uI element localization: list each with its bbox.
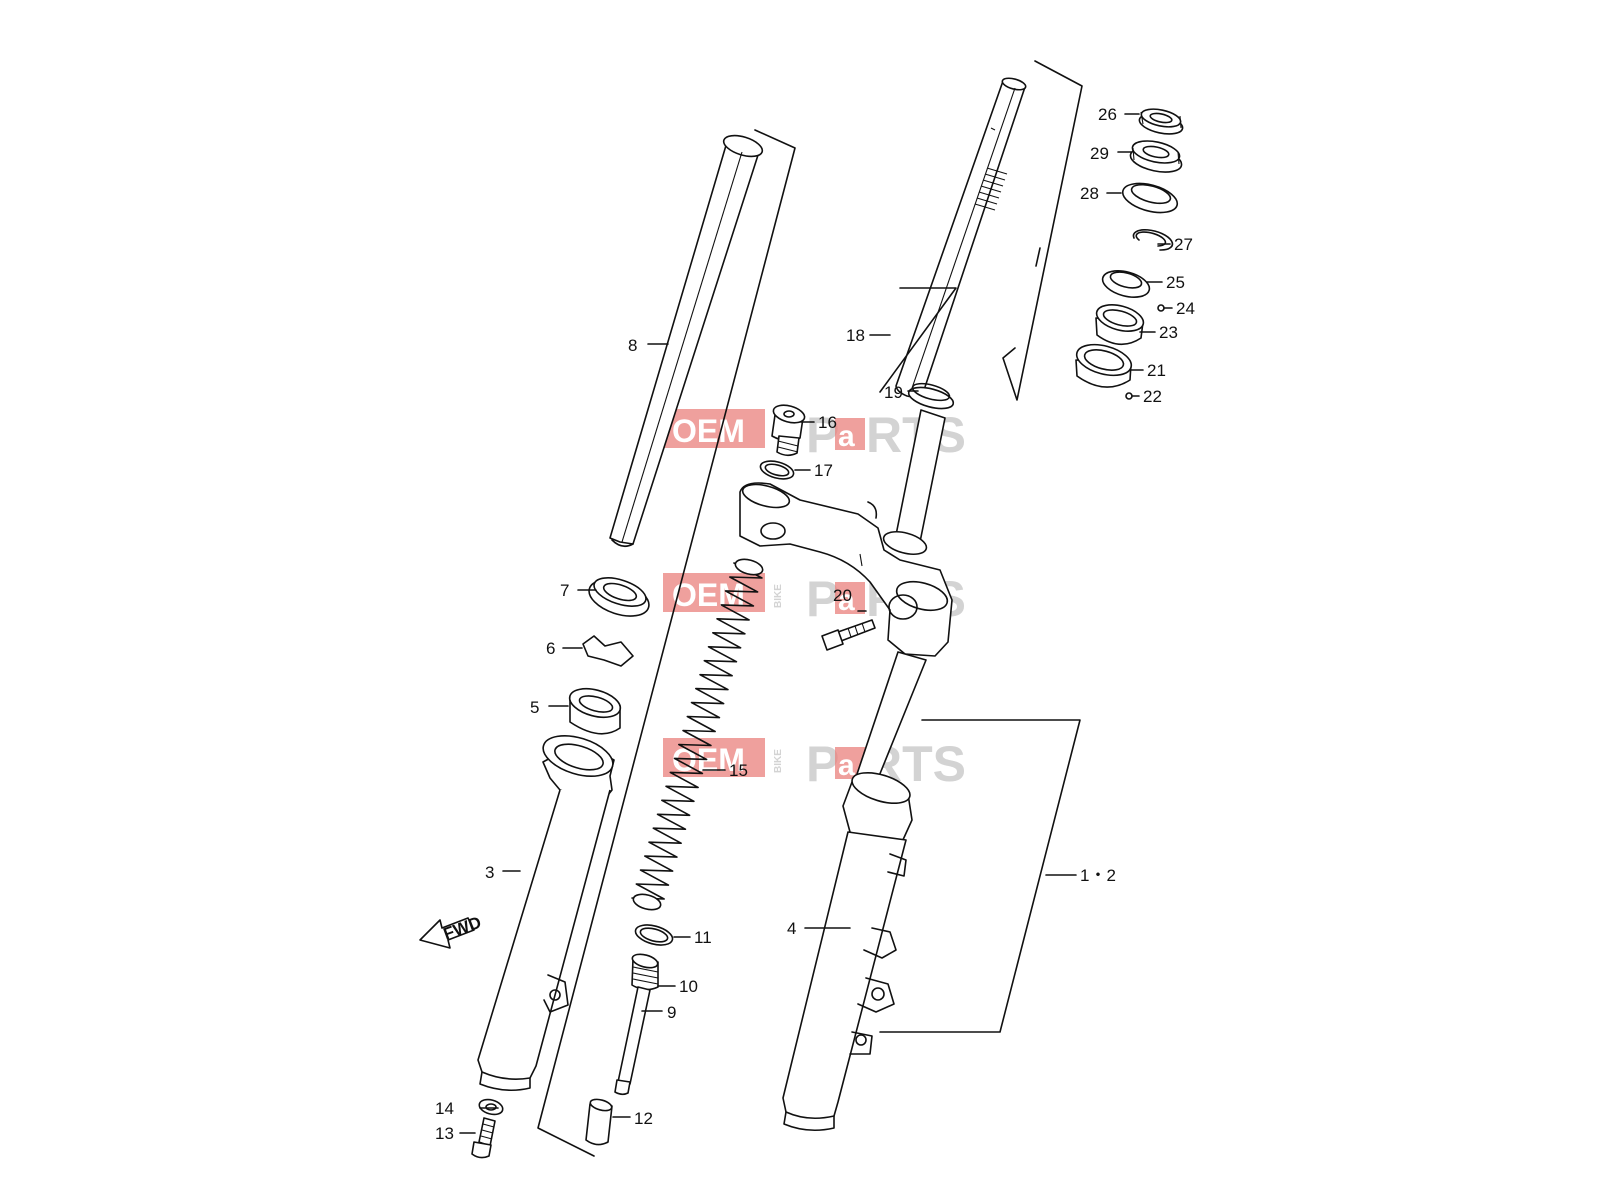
part-24-ball — [1157, 304, 1165, 312]
watermark-top: OEM P a RTS — [663, 407, 966, 463]
svg-text:OEM: OEM — [672, 413, 745, 449]
part-5-oil-seal — [568, 687, 622, 735]
callout-13: 13 — [435, 1124, 454, 1143]
part-8-inner-tube — [609, 134, 764, 548]
part-18-steering-stem — [739, 77, 1027, 657]
callout-8: 8 — [628, 336, 637, 355]
part-3-outer-tube-left — [477, 735, 615, 1092]
part-13-bolt — [471, 1117, 496, 1159]
assembly-bracket-1-2 — [879, 719, 1081, 1033]
callout-17: 17 — [814, 461, 833, 480]
part-16-cap-bolt — [771, 404, 806, 457]
part-25-upper-race — [1101, 270, 1151, 298]
part-10-piston-ring — [631, 953, 659, 991]
callout-28: 28 — [1080, 184, 1099, 203]
svg-text:P: P — [806, 407, 839, 463]
fwd-arrow-icon: FWD — [419, 913, 484, 949]
callout-24: 24 — [1176, 299, 1195, 318]
callout-29: 29 — [1090, 144, 1109, 163]
callout-10: 10 — [679, 977, 698, 996]
callout-19: 19 — [884, 383, 903, 402]
callout-4: 4 — [787, 919, 796, 938]
svg-text:FWD: FWD — [441, 913, 484, 944]
callout-6: 6 — [546, 639, 555, 658]
part-23-bearing-race — [1095, 304, 1145, 346]
callout-22: 22 — [1143, 387, 1162, 406]
callout-21: 21 — [1147, 361, 1166, 380]
callout-14: 14 — [435, 1099, 454, 1118]
part-9-damper-rod — [614, 986, 651, 1096]
callout-labels: 8 7 6 5 3 14 13 12 9 10 11 15 16 17 20 1… — [435, 105, 1195, 1143]
part-4-right-fork — [782, 651, 927, 1132]
svg-text:a: a — [838, 584, 855, 617]
steering-bearing-bracket — [869, 60, 1083, 401]
part-7-dust-seal — [588, 577, 650, 617]
callout-26: 26 — [1098, 105, 1117, 124]
callout-9: 9 — [667, 1003, 676, 1022]
callout-16: 16 — [818, 413, 837, 432]
part-17-o-ring — [759, 460, 795, 480]
svg-text:BIKE: BIKE — [773, 584, 784, 608]
leader-lines — [459, 113, 1173, 1134]
callout-1-2: 1・2 — [1080, 866, 1116, 885]
part-21-lower-race — [1075, 343, 1133, 388]
part-6-clip — [582, 635, 634, 667]
svg-text:a: a — [838, 749, 855, 782]
callout-5: 5 — [530, 698, 539, 717]
callout-7: 7 — [560, 581, 569, 600]
left-assembly-bracket — [537, 129, 796, 1157]
svg-text:P: P — [806, 736, 839, 792]
callout-18: 18 — [846, 326, 865, 345]
callout-23: 23 — [1159, 323, 1178, 342]
part-20-pinch-bolt — [821, 619, 876, 651]
callout-3: 3 — [485, 863, 494, 882]
part-26-lock-nut — [1138, 108, 1184, 135]
callout-27: 27 — [1174, 235, 1193, 254]
part-14-gasket — [478, 1098, 504, 1116]
part-15-fork-spring — [631, 558, 764, 911]
part-12-oil-lock — [585, 1098, 613, 1146]
svg-text:a: a — [838, 420, 855, 453]
part-29-adjusting-nut — [1129, 140, 1183, 173]
svg-text:BIKE: BIKE — [773, 749, 784, 773]
callout-20: 20 — [833, 586, 852, 605]
part-27-circlip — [1132, 229, 1174, 251]
part-11-o-ring — [634, 924, 674, 946]
callout-15: 15 — [729, 761, 748, 780]
part-28-bearing-cover — [1121, 182, 1179, 214]
callout-12: 12 — [634, 1109, 653, 1128]
part-19-stem-seal — [907, 382, 955, 410]
callout-11: 11 — [694, 928, 712, 947]
part-22-ball — [1125, 392, 1133, 400]
svg-text:P: P — [806, 571, 839, 627]
callout-25: 25 — [1166, 273, 1185, 292]
